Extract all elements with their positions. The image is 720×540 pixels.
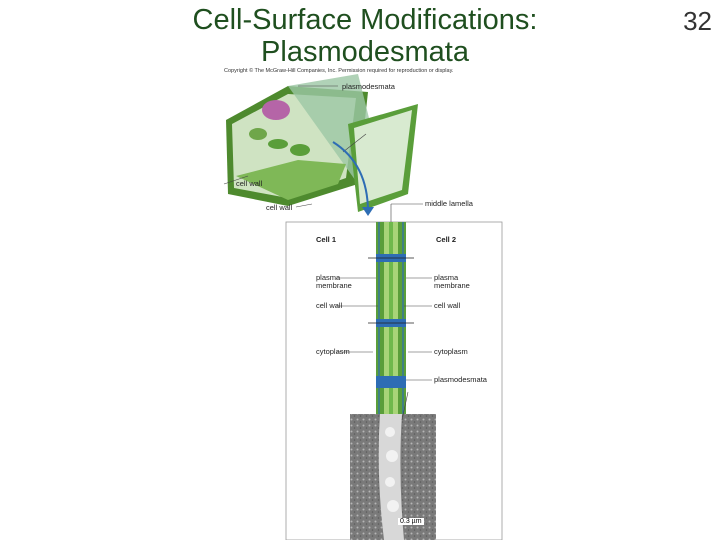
label-plasma-membrane-left: plasma membrane: [316, 274, 352, 290]
cell-block-illustration: [226, 74, 418, 212]
plasmodesmata-figure: Copyright © The McGraw-Hill Companies, I…: [218, 64, 508, 540]
label-plasma-membrane-left-line1: plasma: [316, 273, 341, 282]
slide-title: Cell-Surface Modifications: Plasmodesmat…: [100, 4, 630, 68]
label-plasma-membrane-right-line1: plasma: [434, 273, 459, 282]
electron-micrograph: [350, 391, 436, 540]
label-middle-lamella: middle lamella: [425, 199, 473, 208]
label-cell-wall-2: cell wall: [266, 203, 293, 212]
title-line-2: Plasmodesmata: [261, 36, 469, 68]
scale-bar-label: 0.3 µm: [398, 518, 424, 525]
slide-number: 32: [683, 6, 712, 36]
figure-illustration: [223, 74, 503, 540]
label-cytoplasm-right: cytoplasm: [434, 347, 468, 356]
label-plasma-membrane-right-line2: membrane: [434, 281, 470, 290]
label-cell-wall-left: cell wall: [316, 301, 343, 310]
label-plasma-membrane-right: plasma membrane: [434, 274, 470, 290]
label-plasmodesmata-top: plasmodesmata: [342, 82, 395, 91]
label-cell-2: Cell 2: [436, 235, 457, 244]
label-cytoplasm-left: cytoplasm: [316, 347, 350, 356]
label-cell-wall-right: cell wall: [434, 301, 461, 310]
label-plasma-membrane-left-line2: membrane: [316, 281, 352, 290]
label-cell-1: Cell 1: [316, 235, 337, 244]
label-plasmodesmata-right: plasmodesmata: [434, 375, 487, 384]
label-cell-wall-1: cell wall: [236, 179, 263, 188]
copyright-notice: Copyright © The McGraw-Hill Companies, I…: [224, 68, 454, 74]
title-line-1: Cell-Surface Modifications:: [192, 4, 538, 36]
